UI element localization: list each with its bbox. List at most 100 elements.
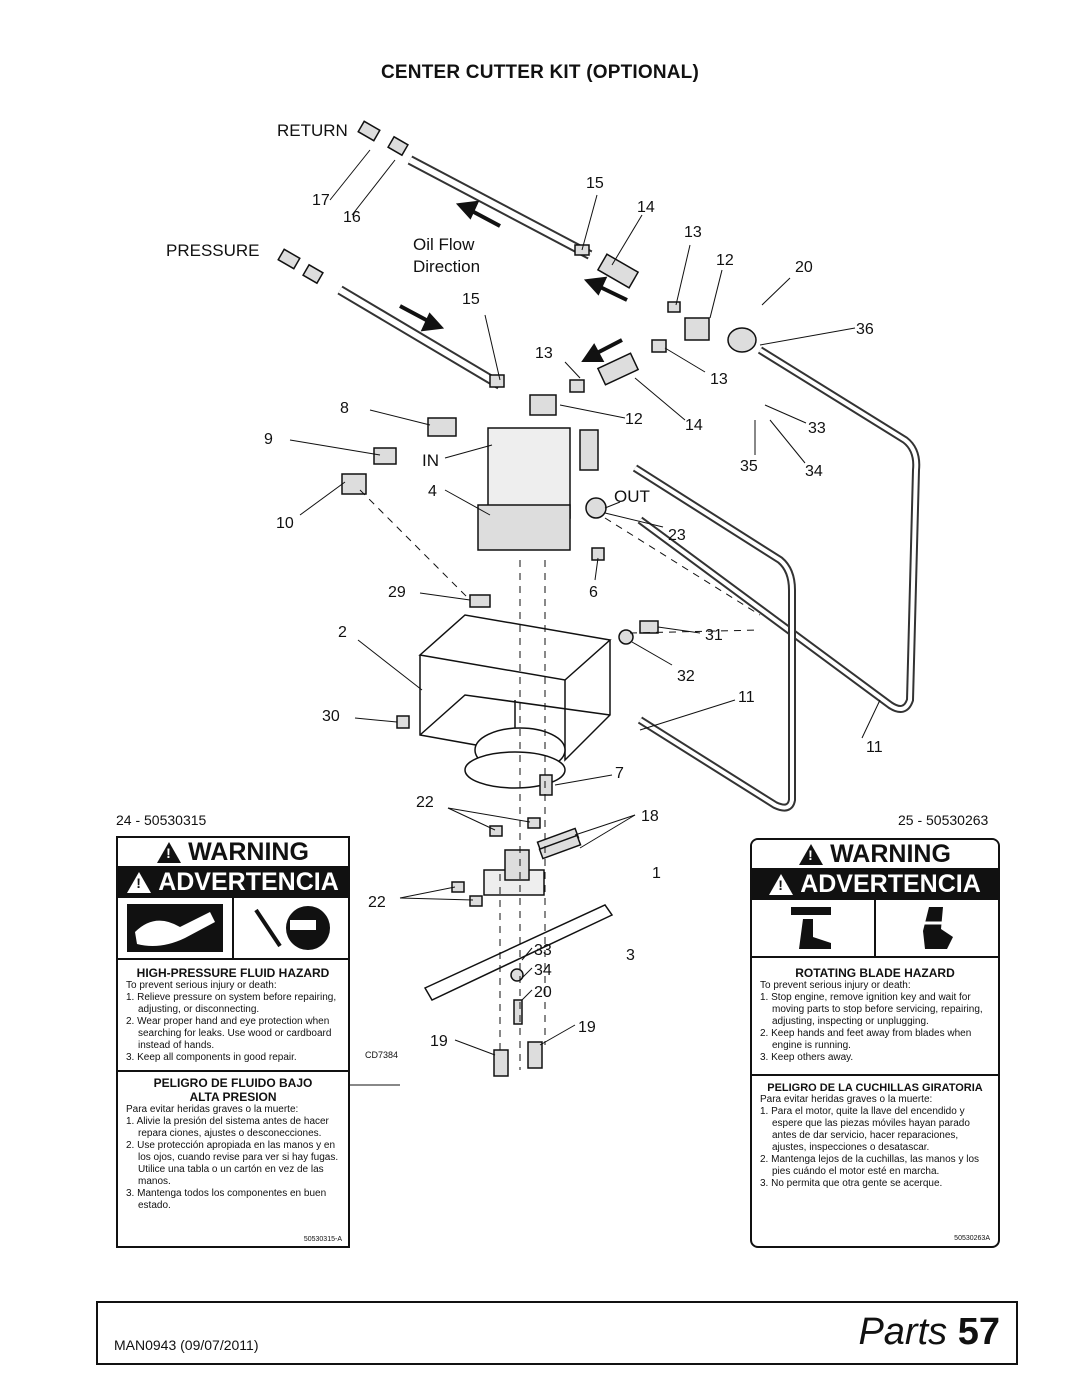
decal-left-hazard-es-2: ALTA PRESION [189, 1090, 277, 1104]
page-footer: MAN0943 (09/07/2011) Parts 57 [96, 1301, 1018, 1365]
callout-29: 29 [388, 584, 406, 601]
callout-11b: 11 [866, 739, 883, 756]
warning-triangle-icon [157, 841, 182, 863]
decal-left-ref: 50530315-A [303, 1236, 342, 1243]
decal-right-item-en-3: 3. Keep others away. [760, 1052, 854, 1063]
decal-left-item-es-3: 3. Mantenga todos los componentes en bue… [126, 1188, 327, 1211]
fluid-injection-hand-icon [118, 898, 232, 958]
decal-right-warning-text: WARNING [830, 839, 951, 868]
decal-right-text-en: To prevent serious injury or death: 1. S… [752, 980, 998, 1064]
callout-12: 12 [716, 252, 734, 269]
callout-19b: 19 [578, 1019, 596, 1036]
decal-left-pictograms [118, 896, 348, 960]
decal-right-advertencia-banner: ADVERTENCIA [752, 870, 998, 898]
callout-13b: 13 [535, 345, 553, 362]
diagram-ref-code: CD7384 [365, 1050, 398, 1060]
callout-19: 19 [430, 1033, 448, 1050]
decal-right-hazard-en: ROTATING BLADE HAZARD [795, 966, 955, 980]
decal-right-ref: 50530263A [954, 1235, 990, 1242]
callout-3: 3 [626, 947, 635, 964]
decal-left-text-es: Para evitar heridas graves o la muerte: … [118, 1104, 348, 1212]
decal-right-advertencia-text: ADVERTENCIA [800, 869, 981, 898]
callout-22: 22 [416, 794, 434, 811]
eye-protection-icon [232, 898, 348, 958]
section-label: Parts [858, 1311, 948, 1353]
decal-left-item-en-3: 3. Keep all components in good repair. [126, 1052, 297, 1063]
callout-10: 10 [276, 515, 294, 532]
pressure-label: PRESSURE [166, 241, 260, 260]
page-title: CENTER CUTTER KIT (OPTIONAL) [380, 62, 700, 83]
direction-label: Direction [413, 257, 480, 276]
decal-high-pressure-fluid: WARNING ADVERTENCIA HIGH-PRESSURE FLUID … [116, 836, 350, 1248]
callout-33: 33 [808, 420, 826, 437]
decal-left-warning-banner: WARNING [118, 838, 348, 868]
decal-right-item-en-2: 2. Keep hands and feet away from blades … [760, 1028, 972, 1051]
callout-1: 1 [652, 865, 661, 882]
decal-left-advertencia-banner: ADVERTENCIA [118, 868, 348, 896]
decal-left-intro-en: To prevent serious injury or death: [126, 980, 277, 991]
callout-35: 35 [740, 458, 758, 475]
callout-17: 17 [312, 192, 330, 209]
decal-left-hazard-en: HIGH-PRESSURE FLUID HAZARD [136, 966, 330, 980]
callout-9: 9 [264, 431, 273, 448]
callout-7: 7 [615, 765, 624, 782]
decal-right-item-es-3: 3. No permita que otra gente se acerque. [760, 1178, 943, 1189]
callout-23: 23 [668, 527, 686, 544]
decal-left-item-es-1: 1. Alivie la presión del sistema antes d… [126, 1116, 329, 1139]
callout-20b: 20 [534, 984, 552, 1001]
section-page-label: Parts 57 [858, 1311, 1000, 1354]
decal-left-text-en: To prevent serious injury or death: 1. R… [118, 980, 348, 1064]
callout-14: 14 [637, 199, 655, 216]
decal-right-item-en-1: 1. Stop engine, remove ignition key and … [760, 992, 983, 1027]
oil-flow-label: Oil Flow [413, 235, 475, 254]
decal-left-hazard-es-1: PELIGRO DE FLUIDO BAJO [153, 1076, 313, 1090]
decal-right-intro-es: Para evitar heridas graves o la muerte: [760, 1094, 933, 1105]
callout-20: 20 [795, 259, 813, 276]
page-number: 57 [957, 1311, 1000, 1353]
manual-number: MAN0943 (09/07/2011) [114, 1337, 259, 1353]
decal-right-pictograms [752, 898, 998, 958]
decal-left-intro-es: Para evitar heridas graves o la muerte: [126, 1104, 299, 1115]
callout-4: 4 [428, 483, 437, 500]
callout-6: 6 [589, 584, 598, 601]
callout-13: 13 [684, 224, 702, 241]
out-label: OUT [614, 487, 650, 506]
warning-triangle-icon [799, 843, 824, 865]
decal-left-item-en-2: 2. Wear proper hand and eye protection w… [126, 1016, 332, 1051]
callout-31: 31 [705, 627, 723, 644]
callout-15: 15 [586, 175, 604, 192]
return-label: RETURN [277, 121, 348, 140]
decal-left-id: 24 - 50530315 [116, 812, 207, 828]
callout-34: 34 [805, 463, 823, 480]
callout-12b: 12 [625, 411, 643, 428]
decal-right-intro-en: To prevent serious injury or death: [760, 980, 911, 991]
callout-2: 2 [338, 624, 347, 641]
decal-right-hazard-es: PELIGRO DE LA CUCHILLAS GIRATORIA [767, 1082, 983, 1094]
decal-right-item-es-1: 1. Para el motor, quite la llave del enc… [760, 1106, 970, 1153]
warning-triangle-icon [127, 871, 152, 893]
decal-left-item-es-2: 2. Use protección apropiada en las manos… [126, 1140, 339, 1187]
foot-blade-icon [752, 900, 874, 956]
callout-13c: 13 [710, 371, 728, 388]
decal-left-advertencia-text: ADVERTENCIA [158, 867, 339, 896]
in-label: IN [422, 451, 439, 470]
callout-22b: 22 [368, 894, 386, 911]
decal-right-id: 25 - 50530263 [898, 812, 989, 828]
decal-right-warning-banner: WARNING [752, 840, 998, 870]
callout-36: 36 [856, 321, 874, 338]
hand-blade-icon [874, 900, 998, 956]
decal-left-warning-text: WARNING [188, 837, 309, 866]
decal-rotating-blade: WARNING ADVERTENCIA ROTATING BLADE HAZAR… [750, 838, 1000, 1248]
callout-32: 32 [677, 668, 695, 685]
callout-8: 8 [340, 400, 349, 417]
callout-16: 16 [343, 209, 361, 226]
exploded-parts-diagram: RETURN PRESSURE Oil Flow Direction IN OU… [166, 120, 921, 1086]
decal-right-item-es-2: 2. Mantenga lejos de la cuchillas, las m… [760, 1154, 980, 1177]
callout-33b: 33 [534, 942, 552, 959]
callout-14b: 14 [685, 417, 703, 434]
warning-triangle-icon [769, 873, 794, 895]
decal-left-item-en-1: 1. Relieve pressure on system before rep… [126, 992, 337, 1015]
callout-11: 11 [738, 689, 755, 706]
callout-18: 18 [641, 808, 659, 825]
decal-right-text-es: Para evitar heridas graves o la muerte: … [752, 1094, 998, 1190]
